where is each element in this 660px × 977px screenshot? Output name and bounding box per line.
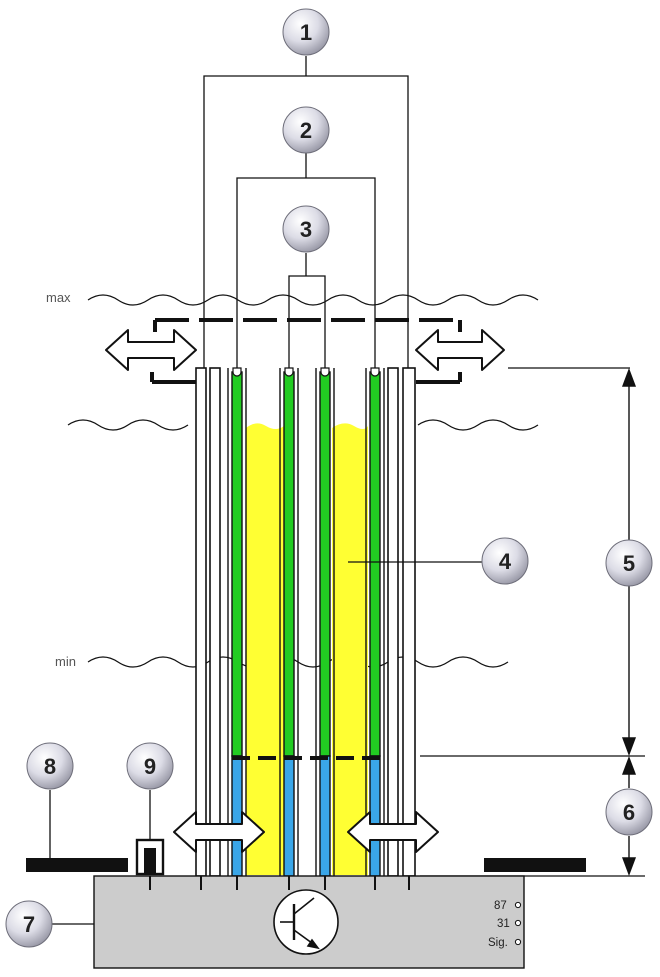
callout-badge-5: 5: [605, 539, 653, 587]
max-label: max: [46, 290, 71, 305]
dimension-arrows: [621, 368, 637, 876]
flow-arrows: [105, 329, 505, 853]
callout-badge-8: 8: [26, 742, 74, 790]
outer-tube-left-a: [195, 367, 207, 877]
callout-badge-2: 2: [282, 106, 330, 154]
svg-text:4: 4: [499, 549, 512, 574]
outer-tube-right-b: [402, 367, 416, 877]
callout-badge-7: 7: [5, 900, 53, 948]
callout-badge-6: 6: [605, 788, 653, 836]
pin-31: 31: [497, 918, 510, 930]
top-plate: [150, 318, 462, 384]
min-label: min: [55, 654, 76, 669]
current-level-wave-left: [67, 419, 189, 431]
current-level-wave-right: [417, 419, 539, 431]
callout-badge-9: 9: [126, 742, 174, 790]
svg-text:5: 5: [623, 551, 635, 576]
fluid-right: [332, 423, 368, 875]
fluid-columns: [246, 423, 368, 875]
base-plate-right: [484, 858, 586, 872]
flow-arrow-top-right: [415, 329, 505, 371]
flow-arrow-top-left: [105, 329, 197, 371]
base-plate-left: [26, 858, 128, 872]
callout-badge-4: 4: [481, 537, 529, 585]
pin-labels: 87 31 Sig.: [488, 900, 522, 949]
electrode-3-green: [319, 371, 331, 757]
tubes: [195, 367, 416, 877]
leader-3: [288, 275, 326, 368]
pin-87: 87: [494, 900, 507, 912]
fluid-left: [246, 423, 284, 875]
electrode-4-blue: [369, 755, 381, 877]
svg-text:1: 1: [300, 20, 312, 45]
pin-sig: Sig.: [488, 937, 508, 949]
svg-text:3: 3: [300, 217, 312, 242]
leader-lines: [49, 56, 645, 925]
connector-component: [135, 838, 165, 876]
electrode-outlines: [227, 368, 385, 876]
callout-badge-3: 3: [282, 205, 330, 253]
outer-tube-right-a: [387, 367, 399, 877]
electrode-2-blue: [283, 755, 295, 877]
electrode-1-green: [231, 371, 243, 757]
tube-legs: [149, 876, 410, 890]
svg-text:6: 6: [623, 800, 635, 825]
flow-arrow-bottom-left: [173, 811, 265, 853]
callout-badge-1: 1: [282, 8, 330, 56]
svg-text:2: 2: [300, 118, 312, 143]
outer-tube-left-b: [209, 367, 221, 877]
electrode-3-blue: [319, 755, 331, 877]
transistor-symbol: [273, 889, 339, 955]
max-wave: [87, 294, 539, 306]
electrode-1-blue: [231, 755, 243, 877]
svg-text:8: 8: [44, 754, 56, 779]
svg-text:7: 7: [23, 912, 35, 937]
electrode-2-green: [283, 371, 295, 757]
electrode-4-green: [369, 371, 381, 757]
electrode-caps: [232, 367, 380, 377]
callout-badges: 1 2 3 4 5 6 7 8 9: [5, 8, 653, 948]
svg-text:9: 9: [144, 754, 156, 779]
flow-arrow-bottom-right: [347, 811, 439, 853]
